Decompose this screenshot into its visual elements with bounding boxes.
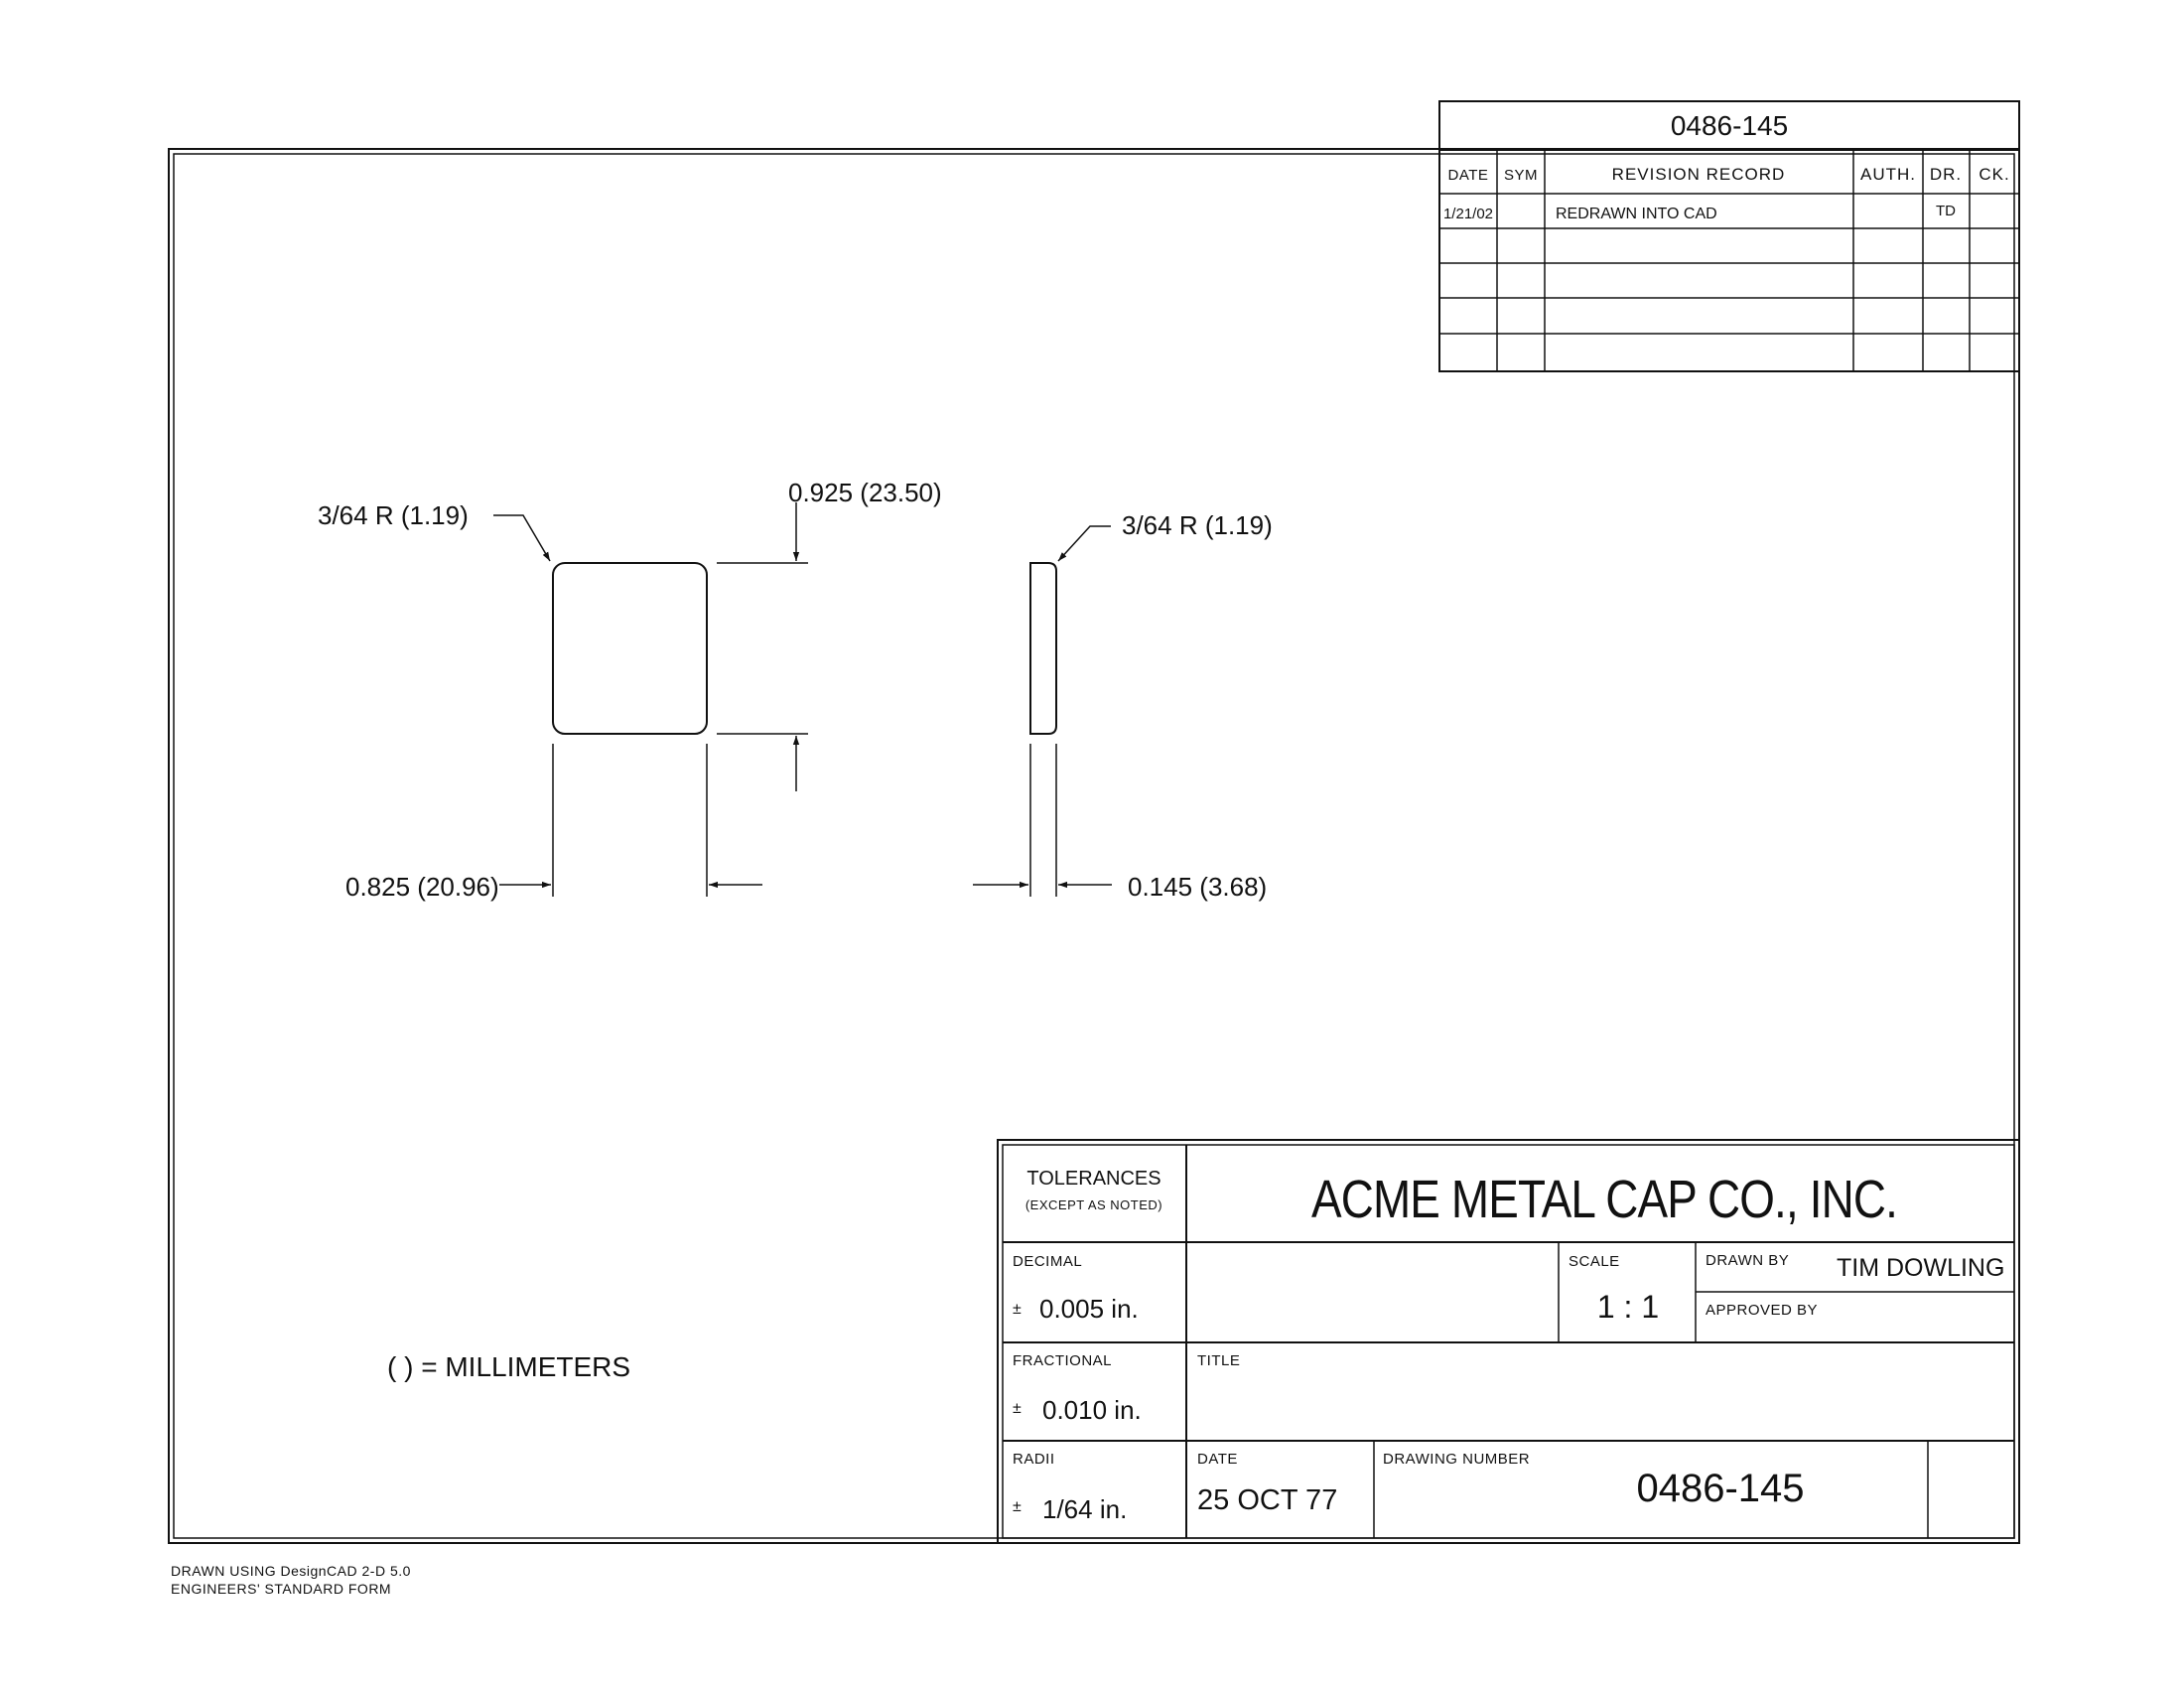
date-value: 25 OCT 77 [1197, 1484, 1337, 1516]
rev-row-date: 1/21/02 [1443, 206, 1493, 222]
side-view: 3/64 R (1.19) 0.145 (3.68) [973, 510, 1273, 902]
front-radius-dimension: 3/64 R (1.19) [318, 500, 469, 530]
tolerances-label: TOLERANCES [1026, 1168, 1160, 1190]
decimal-label: DECIMAL [1013, 1253, 1082, 1270]
revision-block: 0486-145 DATE SYM REVISION RECORD AUTH. … [1438, 100, 2020, 372]
rev-header-date: DATE [1448, 167, 1489, 184]
footer: DRAWN USING DesignCAD 2-D 5.0 ENGINEERS'… [171, 1563, 411, 1597]
approved-by-label: APPROVED BY [1706, 1302, 1818, 1319]
radii-value: 1/64 in. [1042, 1494, 1127, 1524]
scale-value: 1 : 1 [1597, 1289, 1659, 1325]
rev-row-dr: TD [1936, 203, 1956, 219]
drawn-by-label: DRAWN BY [1706, 1252, 1789, 1269]
footer-line-2: ENGINEERS' STANDARD FORM [171, 1581, 391, 1597]
rev-header-sym: SYM [1504, 167, 1538, 184]
height-dimension: 0.925 (23.50) [788, 478, 942, 507]
rev-header-dr: DR. [1930, 165, 1962, 184]
fractional-label: FRACTIONAL [1013, 1352, 1112, 1369]
decimal-plus-minus: ± [1013, 1301, 1022, 1318]
fractional-value: 0.010 in. [1042, 1395, 1142, 1425]
thickness-dimension: 0.145 (3.68) [1128, 872, 1267, 902]
rev-header-ck: CK. [1979, 165, 2009, 184]
units-note: ( ) = MILLIMETERS [387, 1351, 630, 1382]
footer-line-1: DRAWN USING DesignCAD 2-D 5.0 [171, 1563, 411, 1579]
decimal-value: 0.005 in. [1039, 1294, 1139, 1324]
rev-header-auth: AUTH. [1860, 165, 1916, 184]
front-view: 0.925 (23.50) 3/64 R (1.19) 0.825 (20.96… [318, 478, 942, 902]
title-label: TITLE [1197, 1352, 1240, 1369]
side-radius-dimension: 3/64 R (1.19) [1122, 510, 1273, 540]
drawing-number-label: DRAWING NUMBER [1383, 1451, 1530, 1468]
front-radius-leader [493, 514, 551, 562]
radii-label: RADII [1013, 1451, 1055, 1468]
drawn-by-value: TIM DOWLING [1837, 1254, 2004, 1282]
drawing-number-value: 0486-145 [1636, 1467, 1804, 1510]
revision-drawing-number: 0486-145 [1671, 110, 1788, 141]
radii-plus-minus: ± [1013, 1498, 1022, 1515]
width-dimension: 0.825 (20.96) [345, 872, 499, 902]
fractional-plus-minus: ± [1013, 1400, 1022, 1417]
rev-header-record: REVISION RECORD [1612, 165, 1786, 184]
scale-label: SCALE [1569, 1253, 1620, 1270]
except-note: (EXCEPT AS NOTED) [1025, 1197, 1162, 1212]
title-block: TOLERANCES (EXCEPT AS NOTED) ACME METAL … [997, 1139, 2020, 1544]
side-view-outline [1029, 562, 1057, 735]
front-view-outline [552, 562, 708, 735]
rev-row-record: REDRAWN INTO CAD [1556, 206, 1717, 222]
side-radius-leader [1057, 525, 1111, 562]
date-label: DATE [1197, 1451, 1238, 1468]
sheet-border [168, 148, 2020, 1544]
company-name: ACME METAL CAP CO., INC. [1311, 1170, 1897, 1229]
